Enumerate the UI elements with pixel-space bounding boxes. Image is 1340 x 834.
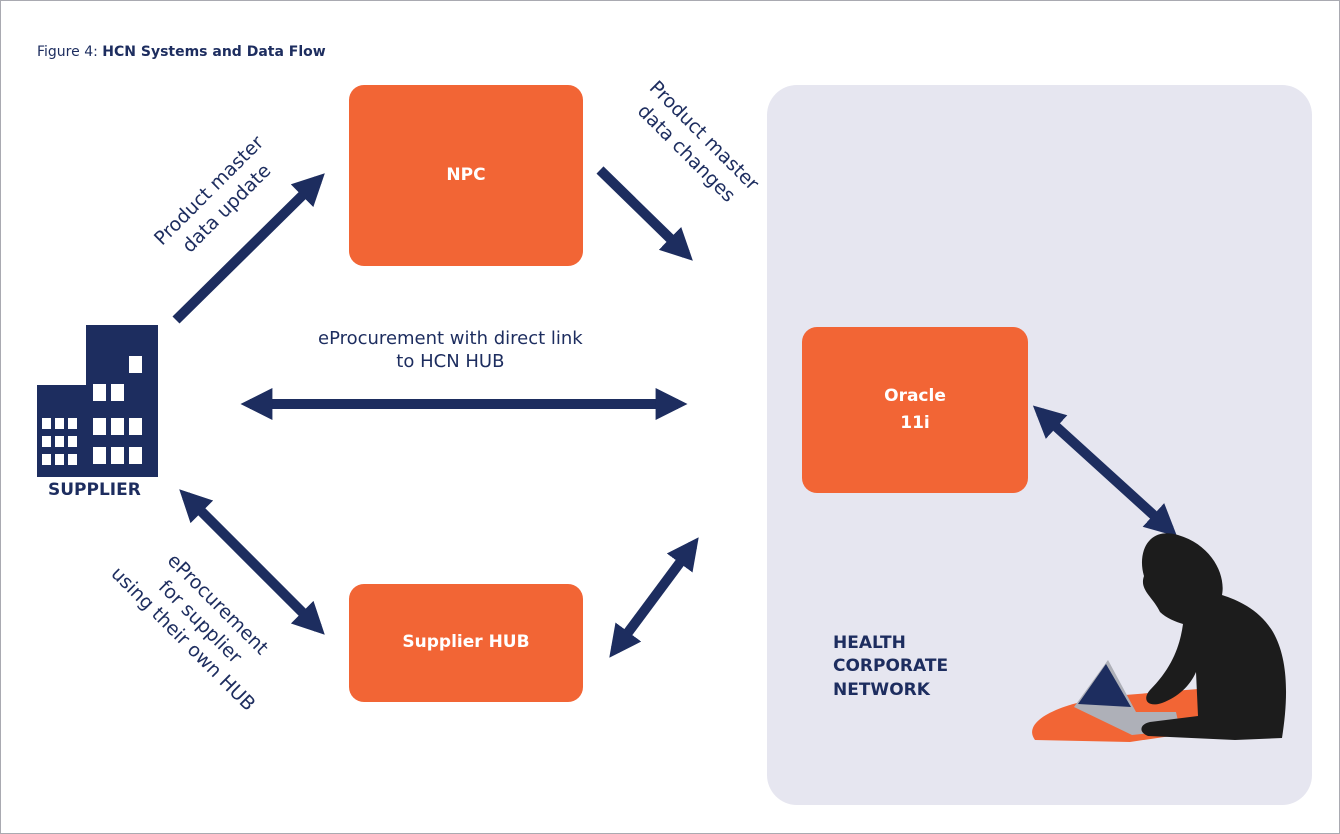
user-at-laptop-icon bbox=[1032, 533, 1287, 742]
supplier-hub-label: Supplier HUB bbox=[402, 632, 530, 653]
supplier-label: SUPPLIER bbox=[48, 480, 141, 500]
figure-caption: Figure 4: HCN Systems and Data Flow bbox=[37, 44, 326, 60]
arrow-npc-to-network bbox=[596, 166, 693, 261]
supplier-building-icon bbox=[37, 325, 158, 477]
direct-link-label-line2: to HCN HUB bbox=[396, 350, 505, 372]
arrow-oracle-to-user bbox=[1032, 405, 1178, 537]
supplier-hub-box: Supplier HUB bbox=[349, 584, 583, 702]
arrow-hub-to-network bbox=[609, 537, 699, 658]
network-label-line2: CORPORATE bbox=[833, 656, 949, 677]
npc-label: NPC bbox=[446, 164, 486, 185]
caption-title: HCN Systems and Data Flow bbox=[102, 44, 326, 60]
oracle-label-line1: Oracle bbox=[884, 385, 946, 406]
oracle-label-line2: 11i bbox=[900, 413, 930, 433]
direct-link-label: eProcurement with direct link to HCN HUB bbox=[318, 328, 583, 373]
direct-link-label-line1: eProcurement with direct link bbox=[318, 328, 583, 349]
arrow-supplier-to-hub bbox=[179, 489, 325, 635]
network-label-line1: HEALTH bbox=[833, 633, 906, 653]
npc-box: NPC bbox=[349, 85, 583, 266]
caption-prefix: Figure 4: bbox=[37, 44, 103, 60]
network-label-line3: NETWORK bbox=[833, 679, 930, 700]
arrow-supplier-to-npc bbox=[172, 173, 325, 324]
oracle-box: Oracle 11i bbox=[802, 327, 1028, 493]
network-label: HEALTH CORPORATE NETWORK bbox=[833, 632, 948, 702]
